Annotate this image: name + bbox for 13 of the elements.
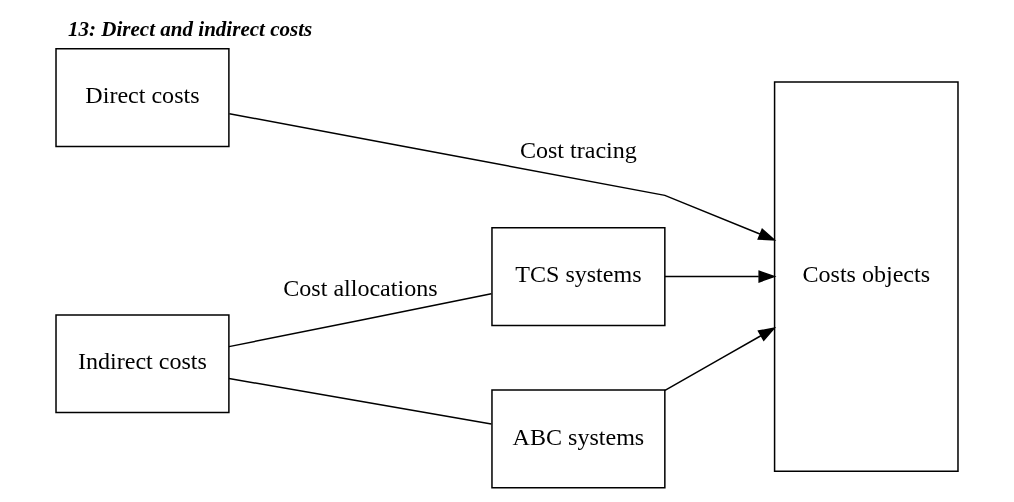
diagram-title: 13: Direct and indirect costs	[68, 16, 313, 41]
node-box: Costs objects	[773, 81, 959, 472]
connector	[228, 293, 493, 348]
arrow	[228, 112, 777, 241]
node-box: Indirect costs	[55, 314, 230, 414]
node-box: ABC systems	[491, 389, 666, 489]
arrow	[664, 270, 777, 283]
connector	[228, 377, 493, 425]
edge-label: Cost allocations	[283, 274, 438, 301]
edge-label: Cost tracing	[519, 136, 637, 163]
arrow	[664, 327, 777, 392]
node-box: Direct costs	[55, 48, 230, 148]
node-box: TCS systems	[491, 226, 666, 327]
